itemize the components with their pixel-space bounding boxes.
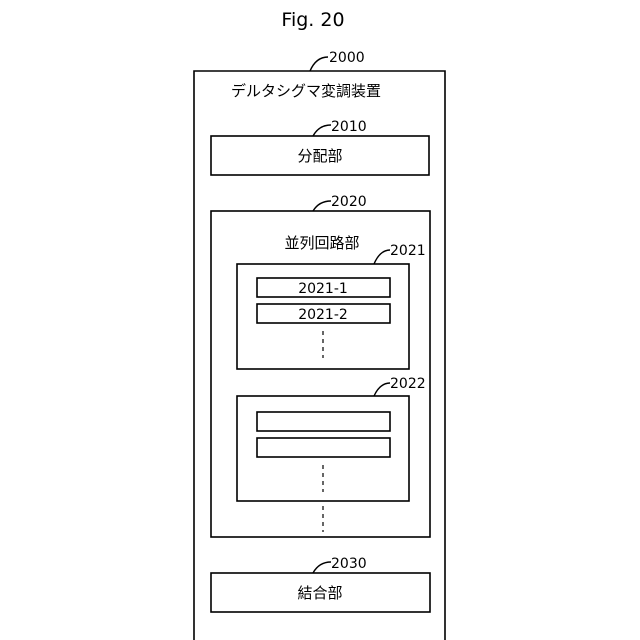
parallel-circuit-unit-box (211, 211, 430, 537)
combining-unit-ref-label: 2030 (331, 556, 367, 572)
circuit-element-label: 2021-2 (298, 307, 348, 323)
figure-title: Fig. 20 (281, 9, 344, 31)
circuit-element-label: 2021-1 (298, 281, 348, 297)
parallel-circuit-unit-ref-leader (313, 201, 331, 211)
circuit-group-2021-ref-leader (374, 250, 390, 264)
distribution-unit-label: 分配部 (297, 147, 342, 165)
parallel-circuit-unit-label: 並列回路部 (284, 234, 359, 252)
device-ref-label: 2000 (329, 50, 365, 66)
parallel-circuit-unit-ref-label: 2020 (331, 194, 367, 210)
circuit-group-2022-ref-label: 2022 (390, 376, 426, 392)
combining-unit-label: 結合部 (297, 584, 342, 602)
circuit-element-box (257, 438, 390, 457)
circuit-group-2022-ref-leader (374, 383, 390, 396)
distribution-unit-ref-label: 2010 (331, 119, 367, 135)
distribution-unit-ref-leader (313, 125, 331, 136)
device-ref-leader (310, 57, 328, 71)
circuit-group-2021-ref-label: 2021 (390, 243, 426, 259)
circuit-element-box (257, 412, 390, 431)
combining-unit-ref-leader (313, 562, 331, 573)
device-label: デルタシグマ変調装置 (231, 82, 381, 100)
